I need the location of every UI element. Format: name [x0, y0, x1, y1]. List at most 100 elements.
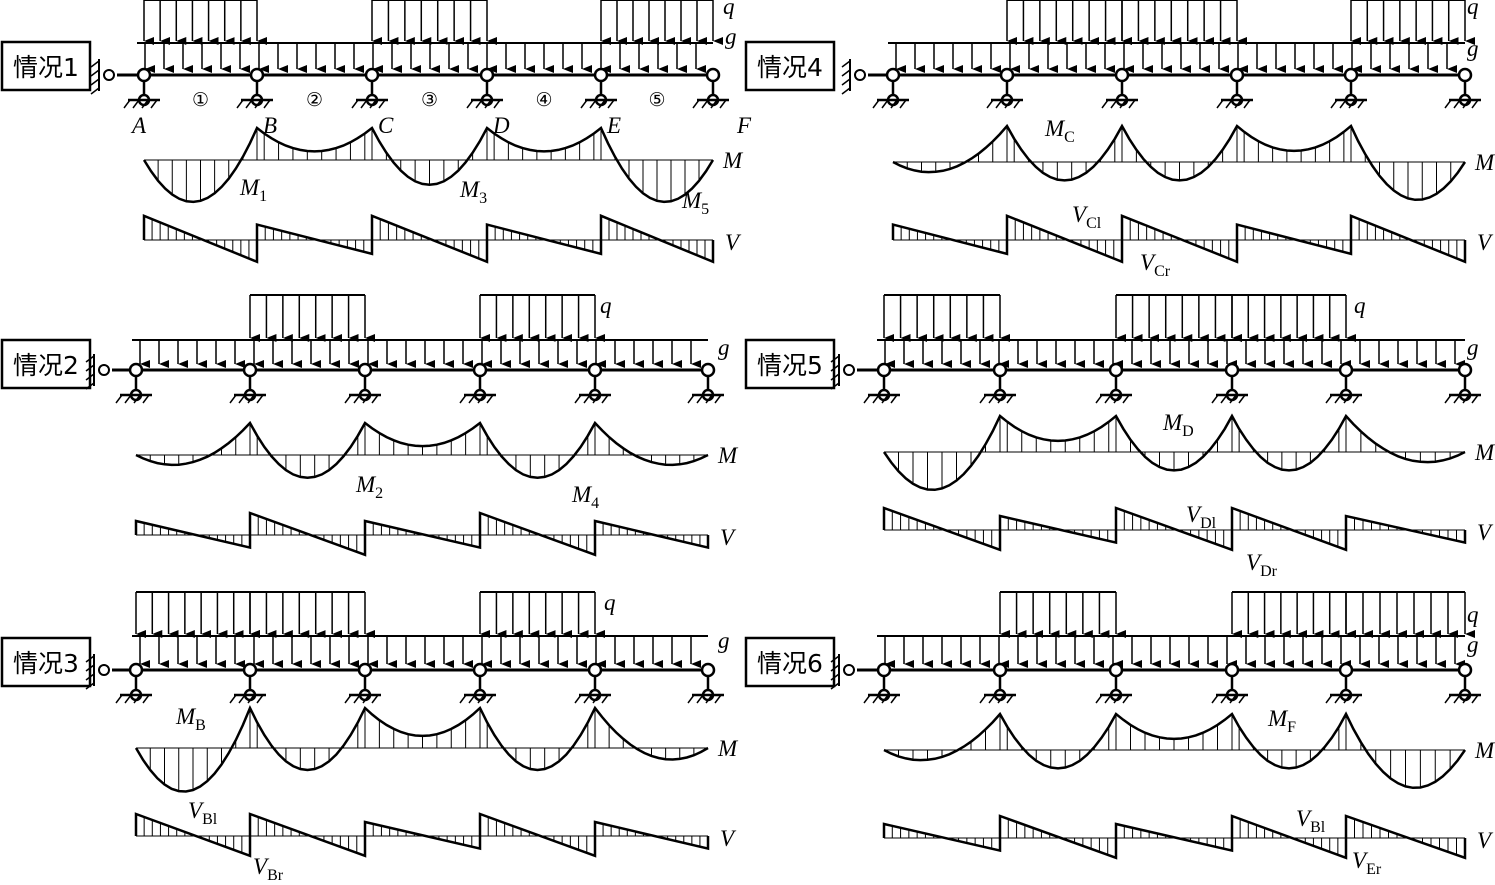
span-number: ②	[306, 90, 323, 111]
support-label: D	[492, 113, 510, 138]
span-number: ③	[421, 90, 438, 111]
wall-hatch	[830, 364, 840, 372]
ground-hatch	[141, 99, 149, 109]
wall-hatch	[841, 87, 851, 95]
wall-hatch	[841, 78, 851, 86]
moment-value-label: MD	[1162, 410, 1194, 440]
support-top-hinge	[1338, 662, 1354, 678]
shear-value-label: VBl	[188, 798, 218, 828]
ground-hatch	[256, 694, 264, 704]
ground-hatch	[988, 394, 996, 404]
ground-hatch	[1104, 394, 1112, 404]
ground-hatch	[254, 99, 262, 109]
support-top-hinge	[1343, 67, 1359, 83]
moment-value-label: M2	[355, 472, 383, 502]
support	[1211, 362, 1248, 404]
wall-hatch	[85, 682, 95, 690]
end-hinge	[854, 69, 866, 81]
support-top-hinge	[472, 362, 488, 378]
end-hinge	[843, 664, 855, 676]
support-top-hinge	[1457, 67, 1473, 83]
case-label: 情况6	[757, 649, 823, 678]
ground-hatch	[371, 394, 379, 404]
ground-hatch	[353, 394, 361, 404]
support	[1330, 67, 1367, 109]
support	[1095, 662, 1132, 704]
ground-hatch	[477, 694, 485, 704]
ground-hatch	[1462, 394, 1470, 404]
support	[1325, 662, 1362, 704]
support-top-hinge	[1457, 662, 1473, 678]
wall-hatch	[830, 682, 840, 690]
wall-hatch	[85, 364, 95, 372]
ground-hatch	[1101, 99, 1109, 109]
wall-hatch	[841, 69, 851, 77]
support-top-hinge	[876, 362, 892, 378]
ground-hatch	[229, 394, 237, 404]
moment-value-label: MC	[1044, 116, 1075, 146]
ground-hatch	[493, 99, 501, 109]
wall-hatch	[90, 60, 100, 68]
dead-load-label: g	[1467, 335, 1479, 360]
support	[1095, 362, 1132, 404]
ground-hatch	[719, 99, 727, 109]
ground-hatch	[997, 694, 1005, 704]
ground-hatch	[705, 694, 713, 704]
ground-hatch	[1444, 694, 1452, 704]
end-hinge	[98, 364, 110, 376]
ground-hatch	[362, 394, 370, 404]
dead-load-label: g	[718, 628, 730, 653]
ground-hatch	[1110, 99, 1118, 109]
ground-hatch	[369, 99, 377, 109]
ground-hatch	[881, 394, 889, 404]
ground-hatch	[1325, 694, 1333, 704]
ground-hatch	[466, 99, 474, 109]
wall-hatch	[90, 87, 100, 95]
support-top-hinge	[1108, 362, 1124, 378]
ground-hatch	[133, 394, 141, 404]
wall-hatch	[830, 655, 840, 663]
ground-hatch	[1453, 394, 1461, 404]
support-top-hinge	[357, 662, 373, 678]
moment-diagram-label: M	[1474, 150, 1495, 175]
ground-hatch	[1334, 394, 1342, 404]
ground-hatch	[1238, 394, 1246, 404]
live-load-span-4	[479, 294, 605, 342]
case-label-box	[0, 40, 92, 92]
wall-hatch	[90, 69, 100, 77]
ground-hatch	[245, 99, 253, 109]
live-load-span-4	[479, 591, 605, 638]
ground-hatch	[710, 99, 718, 109]
shear-value-label: VBl	[1296, 806, 1326, 836]
ground-hatch	[692, 99, 700, 109]
moment-diagram-label: M	[722, 148, 744, 173]
support-top-hinge	[992, 662, 1008, 678]
ground-hatch	[988, 694, 996, 704]
support-top-hinge	[1224, 662, 1240, 678]
ground-hatch	[1325, 394, 1333, 404]
support	[979, 362, 1016, 404]
ground-hatch	[687, 694, 695, 704]
support	[863, 662, 900, 704]
ground-hatch	[486, 694, 494, 704]
ground-hatch	[592, 694, 600, 704]
ground-hatch	[1216, 99, 1224, 109]
support-top-hinge	[136, 67, 152, 83]
moment-diagram: MMF	[883, 706, 1495, 790]
ground-hatch	[1211, 694, 1219, 704]
ground-hatch	[132, 99, 140, 109]
wall-hatch	[830, 673, 840, 681]
end-hinge	[98, 664, 110, 676]
case-label: 情况3	[13, 649, 79, 678]
ground-hatch	[714, 694, 722, 704]
moment-value-label: MF	[1267, 706, 1296, 736]
live-load-span-2	[249, 591, 375, 638]
live-load-span-1	[143, 0, 267, 45]
moment-value-label: M1	[239, 175, 267, 205]
ground-hatch	[360, 99, 368, 109]
ground-hatch	[1462, 694, 1470, 704]
ground-hatch	[1220, 694, 1228, 704]
moment-diagram: M MC	[892, 116, 1495, 202]
